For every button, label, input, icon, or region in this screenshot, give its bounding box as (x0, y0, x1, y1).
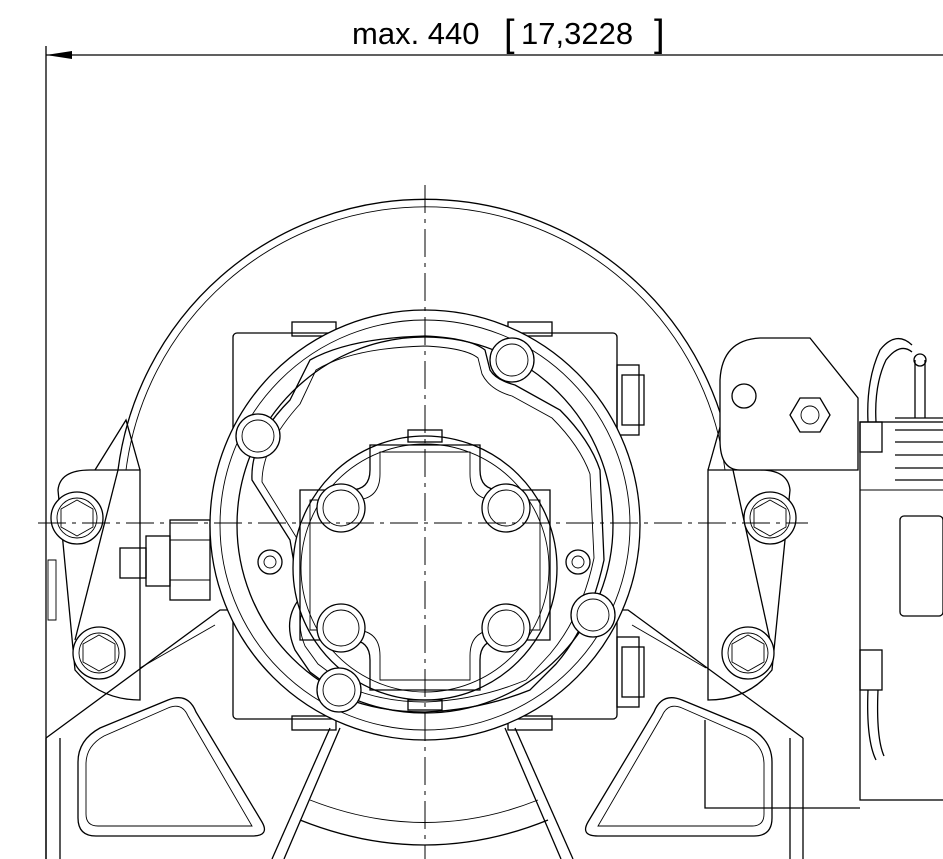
centerlines (38, 185, 808, 859)
dimension-bracket-close: ] (654, 13, 665, 55)
bolt-flange-right (570, 592, 616, 638)
flange-bolts (235, 337, 616, 713)
right-lug (707, 469, 797, 701)
dimension-prefix-text: max. 440 (352, 16, 480, 51)
bolt-hub-top-right (481, 483, 531, 533)
hub-bolts (316, 483, 531, 653)
dimension-bracket-open: [ (504, 13, 515, 55)
dowel-pins (257, 549, 591, 575)
bolt-flange-top (489, 337, 535, 383)
bolt-flange-bottom (316, 667, 362, 713)
dimension-inch-value: 17,3228 (521, 16, 633, 51)
bolt-hub-bottom-right (481, 603, 531, 653)
bolt-flange-left (235, 413, 281, 459)
dimension-arrow-left (46, 51, 72, 59)
bolt-hub-bottom-left (316, 603, 366, 653)
overall-width-dimension: max. 440 [ 17,3228 ] (45, 13, 943, 859)
sensor-housing (704, 338, 943, 809)
brake-bracket (719, 337, 859, 471)
bolt-hub-top-left (316, 483, 366, 533)
left-lug (47, 469, 141, 701)
